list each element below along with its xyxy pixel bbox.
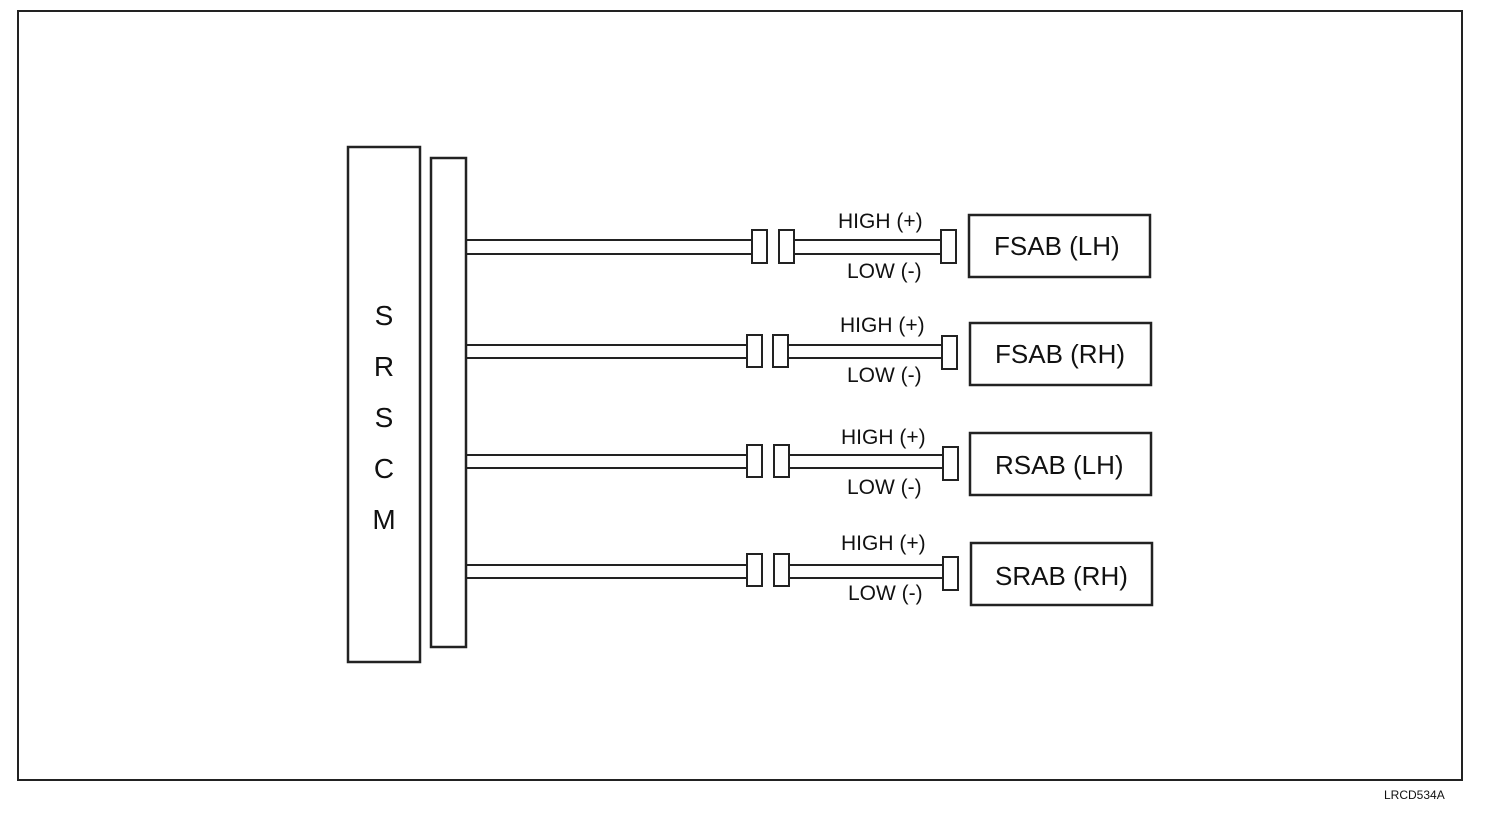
channel-fsab-lh: [466, 213, 1152, 279]
srscm-label: S R S C M: [349, 290, 419, 545]
connector-female: [773, 444, 790, 478]
srscm-letter: S: [374, 402, 394, 433]
sensor-name: SRAB (RH): [995, 561, 1128, 591]
sensor-connector: [940, 229, 957, 264]
sensor-box: [969, 541, 1154, 607]
low-label: LOW (-): [847, 364, 922, 387]
low-label: LOW (-): [847, 476, 922, 499]
sensor-connector: [941, 335, 958, 370]
sensor-box: [967, 213, 1152, 279]
module-connector-bar: [429, 156, 468, 649]
sensor-name: FSAB (LH): [994, 231, 1120, 261]
figure-code: LRCD534A: [1384, 788, 1445, 802]
srscm-letter: C: [373, 453, 395, 484]
connector-female: [773, 553, 790, 587]
connector-female: [778, 229, 795, 264]
srscm-module-box: [346, 145, 422, 664]
channel-fsab-rh: [466, 321, 1153, 387]
sensor-connector: [942, 446, 959, 481]
high-label: HIGH (+): [840, 314, 925, 337]
srscm-letter: R: [373, 351, 395, 382]
connector-female: [772, 334, 789, 368]
sensor-name: FSAB (RH): [995, 339, 1125, 369]
sensor-name: RSAB (LH): [995, 450, 1124, 480]
connector-male: [746, 334, 763, 368]
sensor-box: [968, 321, 1153, 387]
channel-rsab-lh: [466, 431, 1153, 497]
diagram-frame: [17, 10, 1463, 781]
connector-male: [751, 229, 768, 264]
low-label: LOW (-): [847, 260, 922, 283]
connector-male: [746, 444, 763, 478]
srscm-letter: S: [374, 300, 394, 331]
high-label: HIGH (+): [841, 532, 926, 555]
high-label: HIGH (+): [841, 426, 926, 449]
connector-male: [746, 553, 763, 587]
channel-srab-rh: [466, 541, 1154, 607]
low-label: LOW (-): [848, 582, 923, 605]
high-label: HIGH (+): [838, 210, 923, 233]
srscm-letter: M: [372, 504, 396, 535]
sensor-connector: [942, 556, 959, 591]
sensor-box: [968, 431, 1153, 497]
